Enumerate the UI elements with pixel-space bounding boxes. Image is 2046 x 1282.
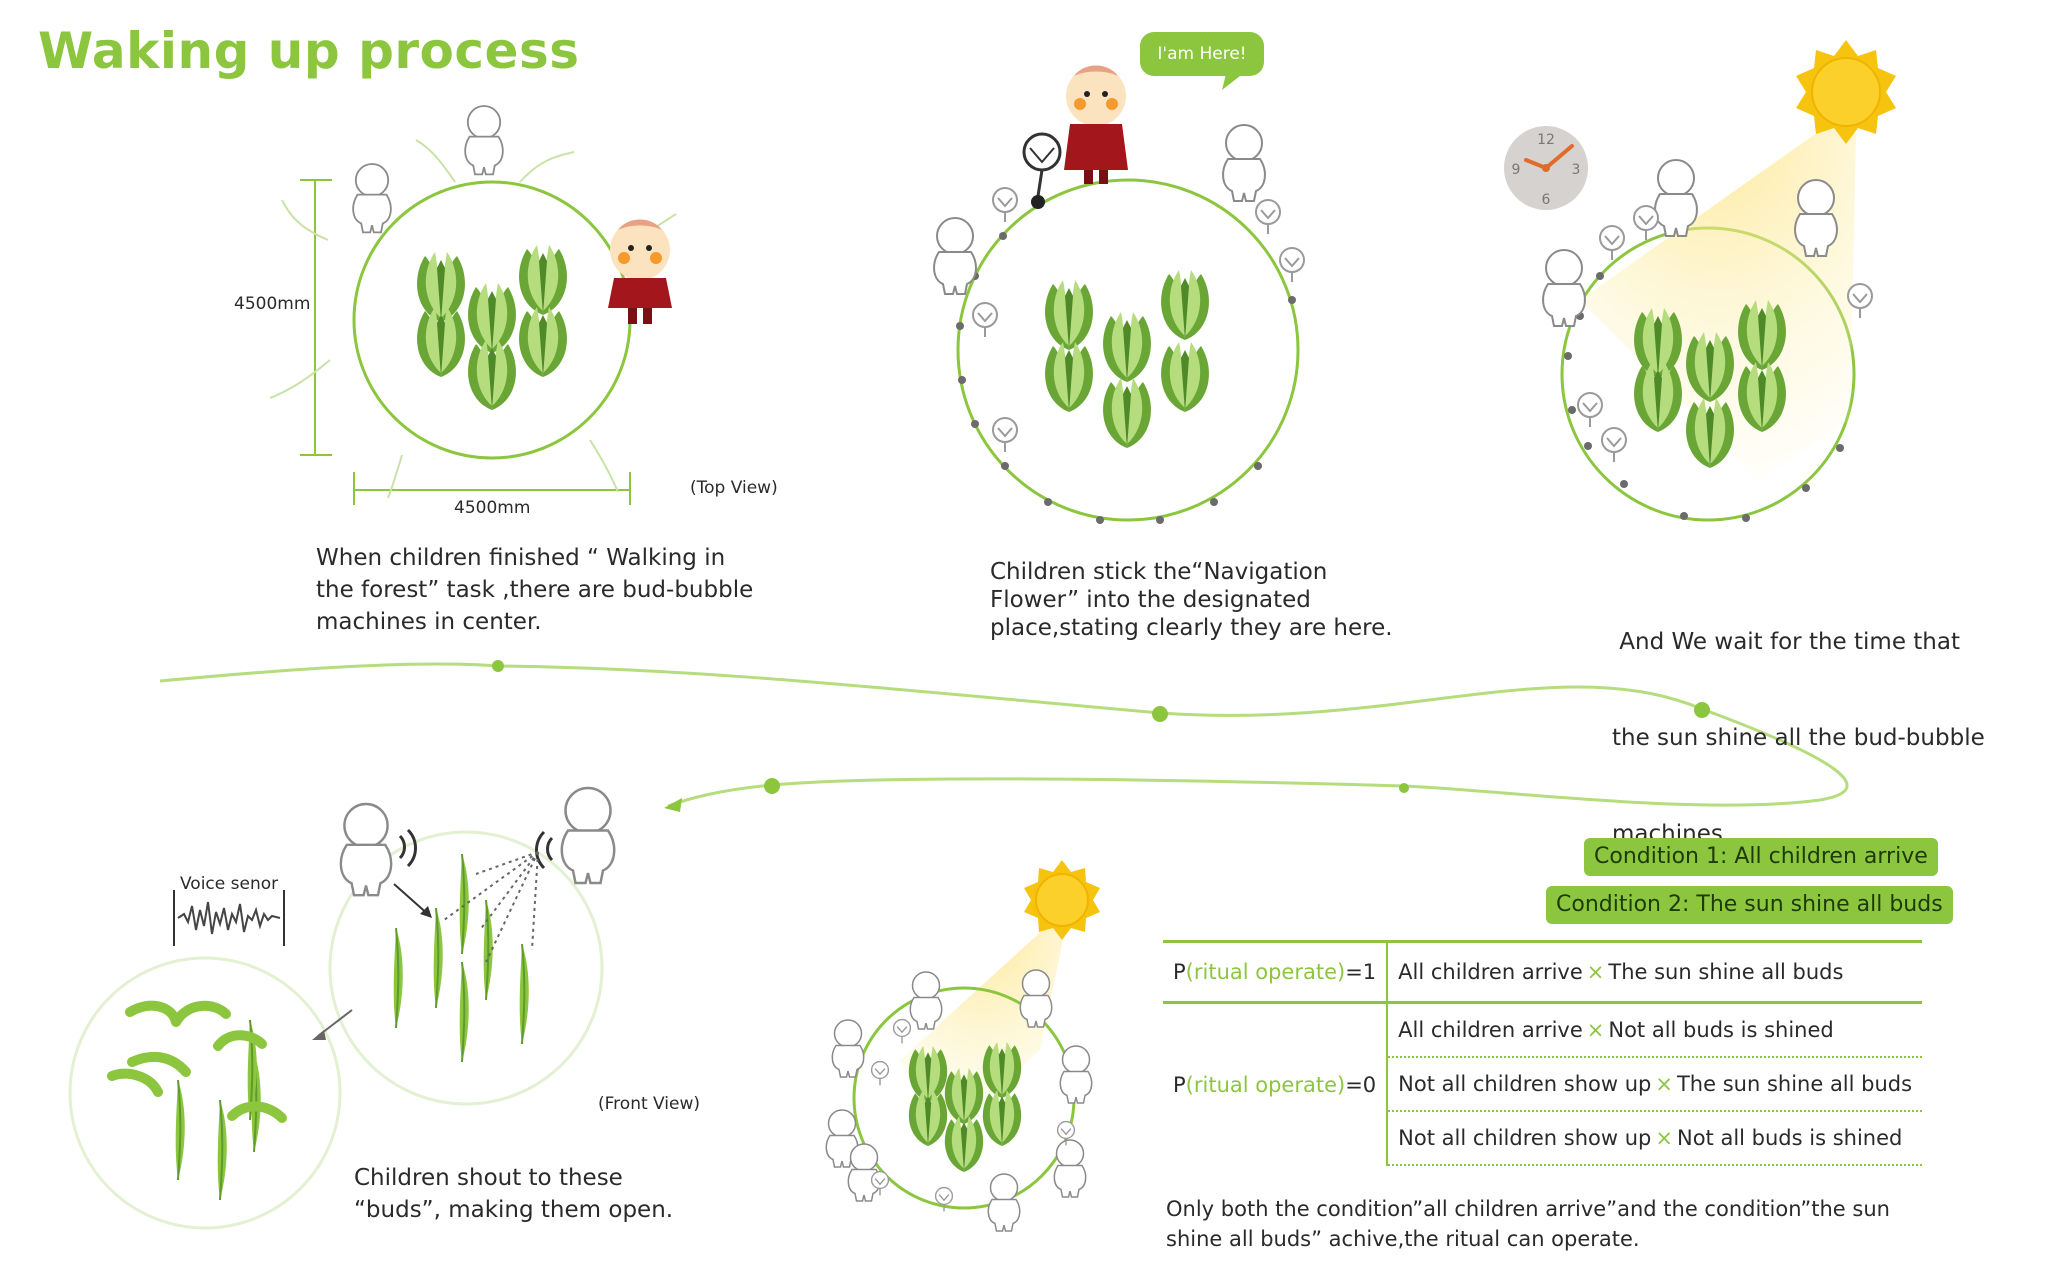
- table-row: Not all children show up×Not all buds is…: [1163, 1111, 1923, 1166]
- times-icon: ×: [1655, 1126, 1673, 1150]
- caption-line: machines in center.: [316, 609, 542, 635]
- caption-line: And We wait for the time that: [1612, 629, 1960, 655]
- clock-12: 12: [1537, 132, 1555, 148]
- row2-cell: All children arrive×Not all buds is shin…: [1387, 1002, 1923, 1058]
- navigation-flower: [1022, 132, 1062, 209]
- process-flow-line: [159, 660, 1849, 812]
- condition-2-badge: Condition 2: The sun shine all buds: [1546, 886, 1953, 924]
- panel4-shout: [68, 786, 616, 1230]
- caption-line: the sun shine all the bud-bubble: [1612, 725, 1985, 751]
- top-view-label: (Top View): [690, 478, 778, 498]
- panel1-top-view: [269, 105, 677, 505]
- conclusion-line: shine all buds” achive,the ritual can op…: [1166, 1227, 1640, 1251]
- panel3-caption: And We wait for the time that the sun sh…: [1612, 562, 1985, 882]
- front-view-label: (Front View): [598, 1094, 701, 1114]
- times-icon: ×: [1655, 1072, 1673, 1096]
- voice-sensor-label: Voice senor: [180, 874, 279, 894]
- p1-cell: P(ritual operate)=1: [1163, 940, 1389, 1004]
- sun-icon: [1796, 40, 1896, 144]
- caption-line: When children finished “ Walking in: [316, 545, 726, 571]
- caption-line: the forest” task ,there are bud-bubble: [316, 577, 754, 603]
- panel4-caption: Children shout to these “buds”, making t…: [354, 1162, 673, 1226]
- panel2-navigation: [933, 65, 1305, 524]
- clock-icon: 12 3 6 9: [1504, 126, 1588, 210]
- panel5-summary-circle: [825, 860, 1100, 1232]
- table-row: P(ritual operate)=0 All children arrive×…: [1163, 1002, 1923, 1165]
- clock-6: 6: [1542, 192, 1551, 208]
- dimension-vertical: 4500mm: [234, 294, 311, 314]
- p0-cell: P(ritual operate)=0: [1163, 1002, 1389, 1165]
- conclusion-line: Only both the condition”all children arr…: [1166, 1197, 1890, 1221]
- caption-line: Children stick the“Navigation: [990, 559, 1328, 585]
- clock-9: 9: [1512, 162, 1521, 178]
- clock-3: 3: [1572, 162, 1581, 178]
- row4-cell: Not all children show up×Not all buds is…: [1387, 1111, 1923, 1166]
- speech-bubble: I'am Here!: [1140, 32, 1264, 76]
- caption-line: Children shout to these: [354, 1165, 623, 1191]
- caption-line: place,stating clearly they are here.: [990, 615, 1393, 641]
- row1-cell: All children arrive×The sun shine all bu…: [1387, 940, 1923, 1004]
- table-row: P(ritual operate)=1 All children arrive×…: [1163, 940, 1923, 1004]
- times-icon: ×: [1586, 960, 1605, 984]
- caption-line: Flower” into the designated: [990, 587, 1311, 613]
- panel3-sun-wait: 12 3 6 9: [1504, 40, 1896, 522]
- child-figure: [608, 219, 672, 324]
- voice-waveform: [173, 890, 285, 946]
- panel2-caption: Children stick the“Navigation Flower” in…: [990, 558, 1393, 642]
- child-figure: [1064, 65, 1128, 184]
- sun-icon: [1024, 860, 1100, 940]
- times-icon: ×: [1586, 1018, 1605, 1042]
- condition-1-badge: Condition 1: All children arrive: [1584, 838, 1938, 876]
- page-title: Waking up process: [38, 22, 580, 80]
- table-row: Not all children show up×The sun shine a…: [1163, 1057, 1923, 1112]
- caption-line: “buds”, making them open.: [354, 1197, 674, 1223]
- panel1-caption: When children finished “ Walking in the …: [316, 542, 753, 638]
- row3-cell: Not all children show up×The sun shine a…: [1387, 1057, 1923, 1112]
- dimension-horizontal: 4500mm: [454, 498, 531, 518]
- logic-table: P(ritual operate)=1 All children arrive×…: [1163, 940, 1923, 1166]
- conclusion-text: Only both the condition”all children arr…: [1166, 1194, 1890, 1254]
